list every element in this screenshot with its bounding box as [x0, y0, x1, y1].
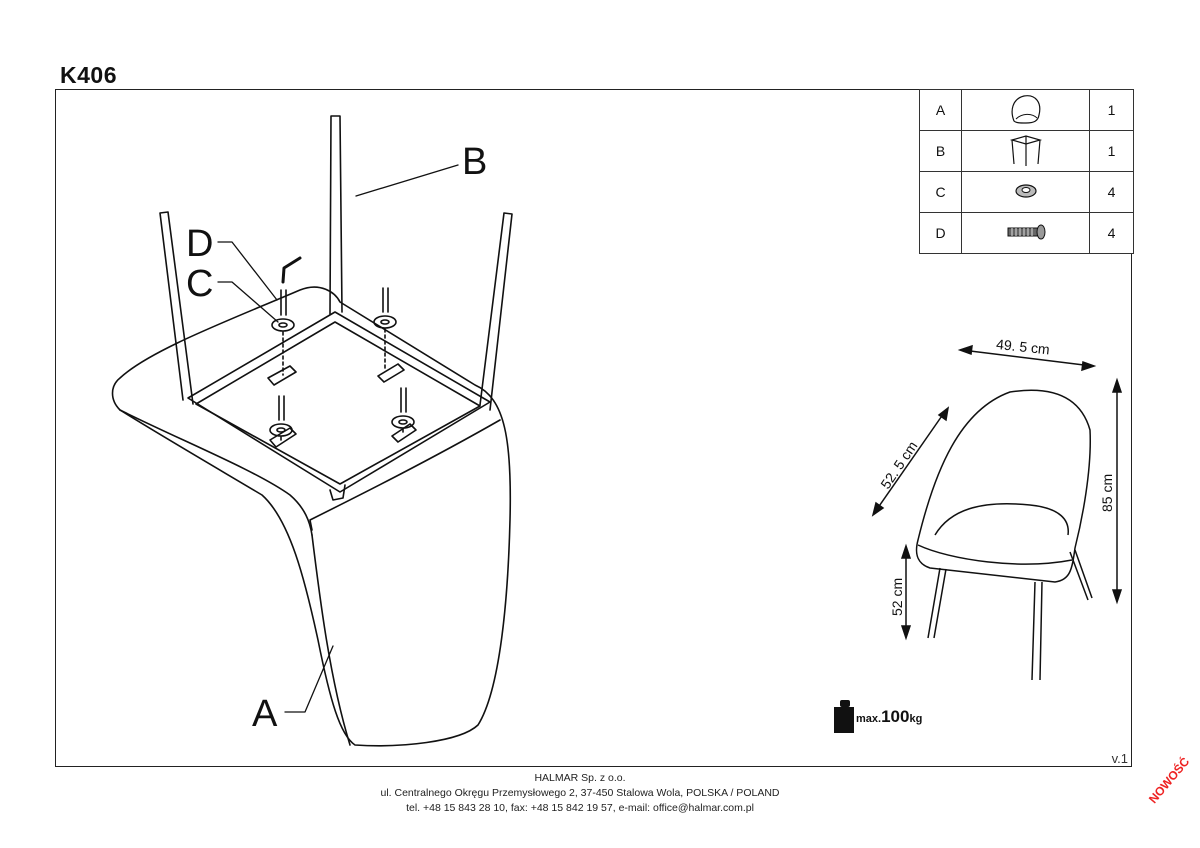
version-label: v.1 — [1111, 751, 1128, 766]
fasteners-drawing — [269, 256, 415, 443]
part-qty: 4 — [1089, 212, 1134, 254]
part-label: B — [919, 130, 962, 172]
footer: HALMAR Sp. z o.o. ul. Centralnego Okręgu… — [0, 771, 1160, 816]
callout-b: B — [462, 141, 487, 183]
drawing-frame — [55, 89, 1132, 767]
dim-width: 49. 5 cm — [995, 336, 1050, 358]
washer-icon — [1014, 183, 1037, 198]
callout-a: A — [252, 693, 278, 735]
footer-address: ul. Centralnego Okręgu Przemysłowego 2, … — [380, 787, 780, 799]
callout-lines — [217, 164, 459, 713]
dim-depth: 52. 5 cm — [877, 438, 920, 491]
callout-d: D — [186, 223, 213, 265]
chair-seat-icon — [1011, 94, 1040, 124]
part-label: C — [919, 171, 962, 213]
bolt-icon — [1007, 224, 1045, 239]
footer-company: HALMAR Sp. z o.o. — [534, 772, 626, 784]
dimension-chair-drawing — [915, 389, 1093, 681]
dim-seat-height: 52 cm — [889, 578, 905, 616]
part-label: D — [919, 212, 962, 254]
part-qty: 1 — [1089, 89, 1134, 131]
footer-contact: tel. +48 15 843 28 10, fax: +48 15 842 1… — [406, 802, 754, 814]
table-row: D 4 — [919, 212, 1134, 254]
dim-height: 85 cm — [1099, 474, 1115, 512]
part-qty: 4 — [1089, 171, 1134, 213]
table-row: A 1 — [919, 89, 1134, 131]
parts-table: A 1 B 1 C 4 D — [919, 89, 1134, 254]
seat-shell-drawing — [111, 286, 512, 747]
table-row: B 1 — [919, 130, 1134, 172]
weight-icon — [834, 700, 854, 733]
max-load: max.100kg — [856, 707, 923, 726]
chair-frame-icon — [1009, 134, 1042, 166]
table-row: C 4 — [919, 171, 1134, 213]
model-code: K406 — [60, 62, 117, 88]
callout-c: C — [186, 263, 213, 305]
part-label: A — [919, 89, 962, 131]
part-qty: 1 — [1089, 130, 1134, 172]
dimension-arrows — [871, 344, 1123, 641]
